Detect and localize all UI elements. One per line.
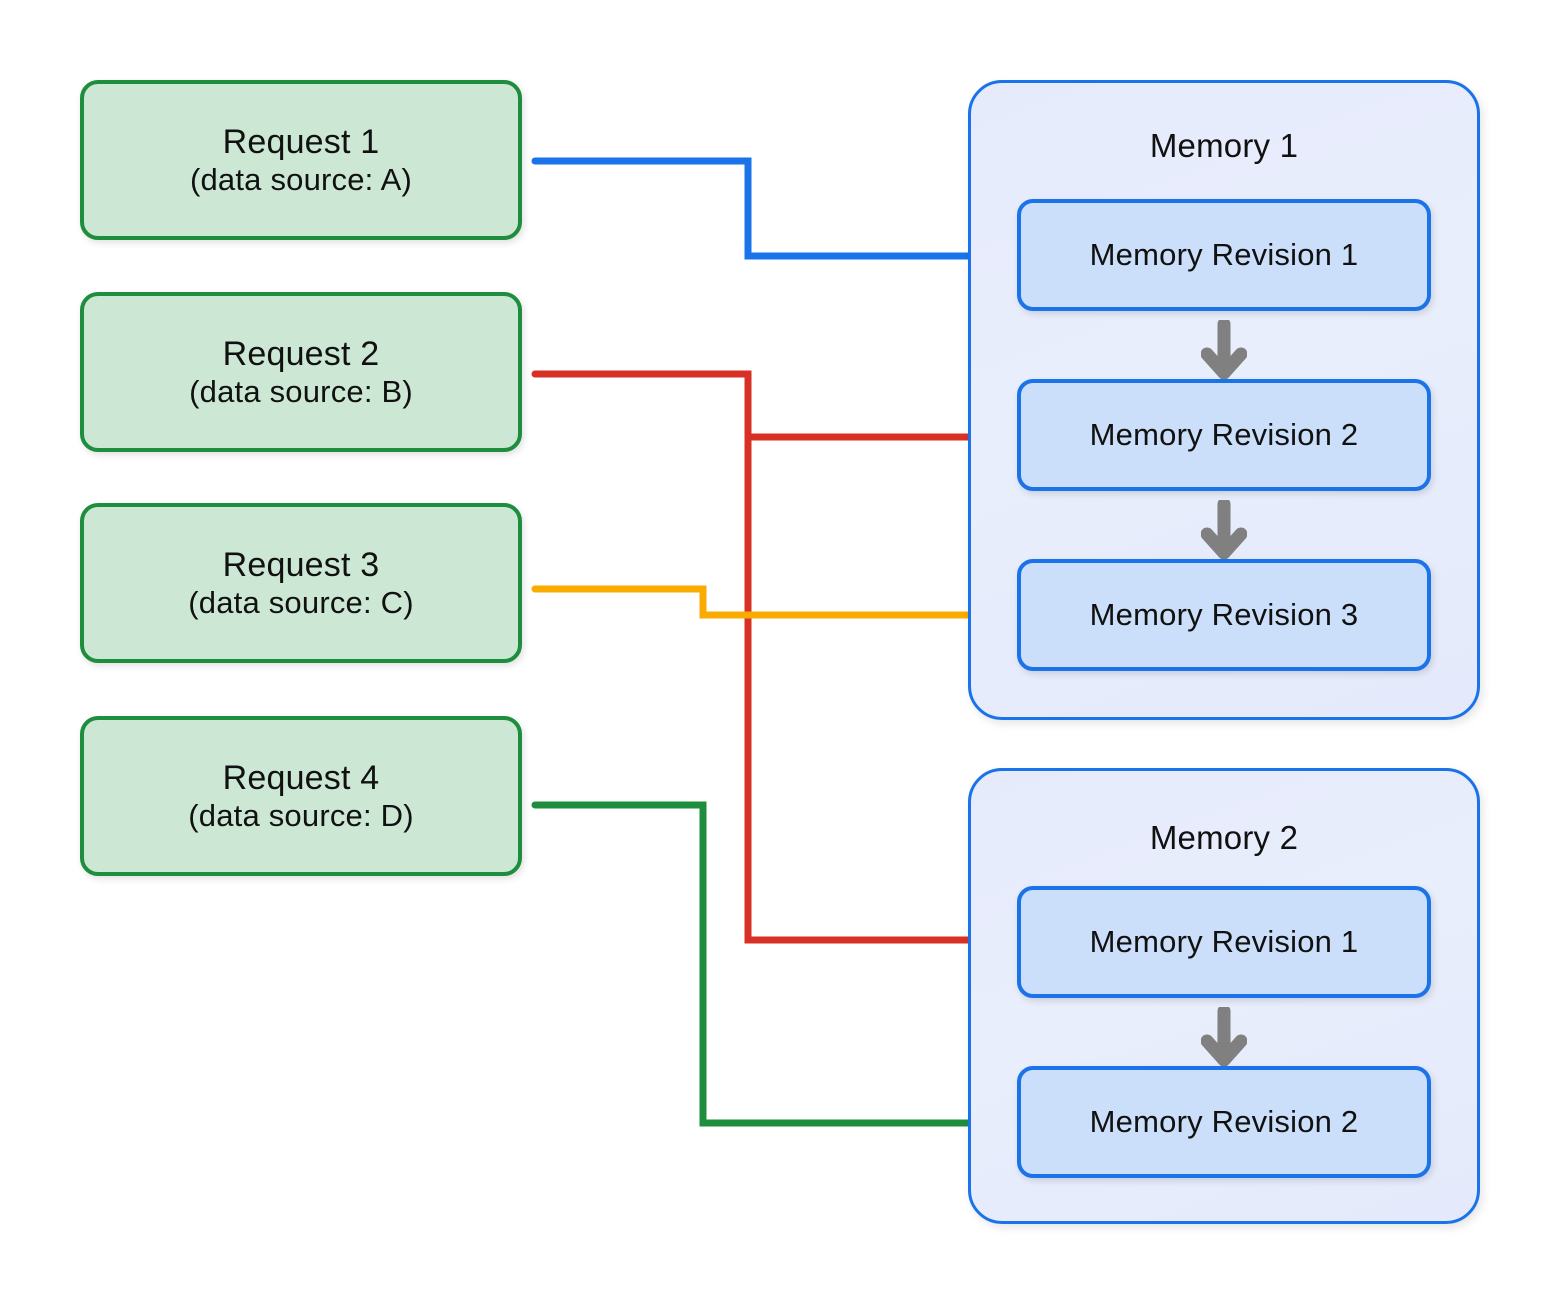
sequence-arrow-icon: [1201, 320, 1247, 380]
connector-request3-to-m1r3: [531, 585, 995, 615]
memory-2-revision-2[interactable]: Memory Revision 2: [1017, 1066, 1431, 1178]
request-subtitle: (data source: B): [189, 373, 413, 409]
request-title: Request 3: [222, 545, 380, 584]
memory-1-revision-1[interactable]: Memory Revision 1: [1017, 199, 1431, 311]
sequence-arrow-icon: [1201, 1007, 1247, 1067]
memory-title: Memory 2: [1149, 819, 1299, 856]
request-subtitle: (data source: D): [188, 797, 414, 833]
request-subtitle: (data source: C): [188, 584, 414, 620]
request-title: Request 2: [222, 334, 380, 373]
connector-request4-to-m2r2: [531, 801, 995, 1123]
request-title: Request 1: [222, 122, 380, 161]
request-box-4[interactable]: Request 4 (data source: D): [80, 716, 522, 876]
memory-2-revision-1[interactable]: Memory Revision 1: [1017, 886, 1431, 998]
memory-1-revision-2[interactable]: Memory Revision 2: [1017, 379, 1431, 491]
sequence-arrow-icon: [1201, 500, 1247, 560]
memory-1-revision-3[interactable]: Memory Revision 3: [1017, 559, 1431, 671]
request-title: Request 4: [222, 758, 380, 797]
connector-request2-trunk: [531, 370, 995, 940]
connector-request1-to-m1r1: [531, 157, 995, 256]
request-box-1[interactable]: Request 1 (data source: A): [80, 80, 522, 240]
memory-title: Memory 1: [1149, 127, 1299, 164]
request-box-3[interactable]: Request 3 (data source: C): [80, 503, 522, 663]
request-box-2[interactable]: Request 2 (data source: B): [80, 292, 522, 452]
request-subtitle: (data source: A): [189, 161, 413, 197]
